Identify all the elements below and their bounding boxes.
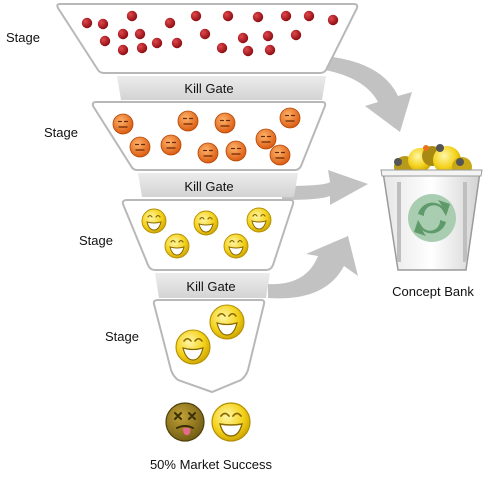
stage-3-label: Stage bbox=[79, 233, 113, 248]
reject-arrow-1 bbox=[325, 56, 412, 132]
orange-neutral-face-icon bbox=[214, 112, 236, 134]
stage-4-funnel bbox=[152, 299, 266, 394]
yellow-smiley-face-icon bbox=[193, 210, 219, 236]
stage-2-label: Stage bbox=[44, 125, 78, 140]
orange-neutral-face-icon bbox=[225, 140, 247, 162]
orange-neutral-face-icon bbox=[160, 134, 182, 156]
orange-neutral-face-icon bbox=[112, 113, 134, 135]
recycle-arrows-icon bbox=[408, 194, 456, 242]
yellow-big-smiley-face-icon bbox=[209, 304, 245, 340]
stage-3-funnel bbox=[121, 199, 295, 271]
yellow-smiley-face-icon bbox=[223, 233, 249, 259]
outcome-label: 50% Market Success bbox=[150, 457, 273, 472]
reject-arrows bbox=[268, 56, 412, 299]
orange-neutral-face-icon bbox=[279, 107, 301, 129]
dead-face-icon bbox=[165, 402, 205, 442]
happy-face-icon bbox=[211, 402, 251, 442]
orange-neutral-face-icon bbox=[269, 144, 291, 166]
orange-neutral-face-icon bbox=[177, 110, 199, 132]
stage-3-ideas bbox=[141, 207, 272, 259]
recycle-bin-icon bbox=[380, 144, 483, 271]
stage-1-ideas bbox=[81, 10, 339, 57]
orange-neutral-face-icon bbox=[197, 142, 219, 164]
stage-4-label: Stage bbox=[105, 329, 139, 344]
yellow-smiley-face-icon bbox=[164, 233, 190, 259]
kill-gate-1: Kill Gate bbox=[117, 76, 326, 100]
kill-gate-2-label: Kill Gate bbox=[184, 179, 233, 194]
yellow-big-smiley-face-icon bbox=[175, 329, 211, 365]
stage-4-ideas bbox=[175, 304, 245, 365]
stage-1-funnel bbox=[56, 3, 359, 74]
kill-gate-3: Kill Gate bbox=[155, 273, 270, 298]
outcome-faces bbox=[165, 402, 251, 442]
kill-gate-2: Kill Gate bbox=[138, 173, 298, 197]
reject-arrow-2 bbox=[282, 170, 368, 205]
stage-2-funnel bbox=[91, 101, 327, 171]
yellow-smiley-face-icon bbox=[246, 207, 272, 233]
yellow-smiley-face-icon bbox=[141, 208, 167, 234]
stage-1-label: Stage bbox=[6, 30, 40, 45]
kill-gate-1-label: Kill Gate bbox=[184, 81, 233, 96]
concept-bank-label: Concept Bank bbox=[392, 284, 474, 299]
stage-2-ideas bbox=[112, 107, 301, 166]
orange-neutral-face-icon bbox=[129, 136, 151, 158]
kill-gate-3-label: Kill Gate bbox=[186, 279, 235, 294]
reject-arrow-3 bbox=[268, 236, 358, 299]
orange-neutral-face-icon bbox=[255, 128, 277, 150]
